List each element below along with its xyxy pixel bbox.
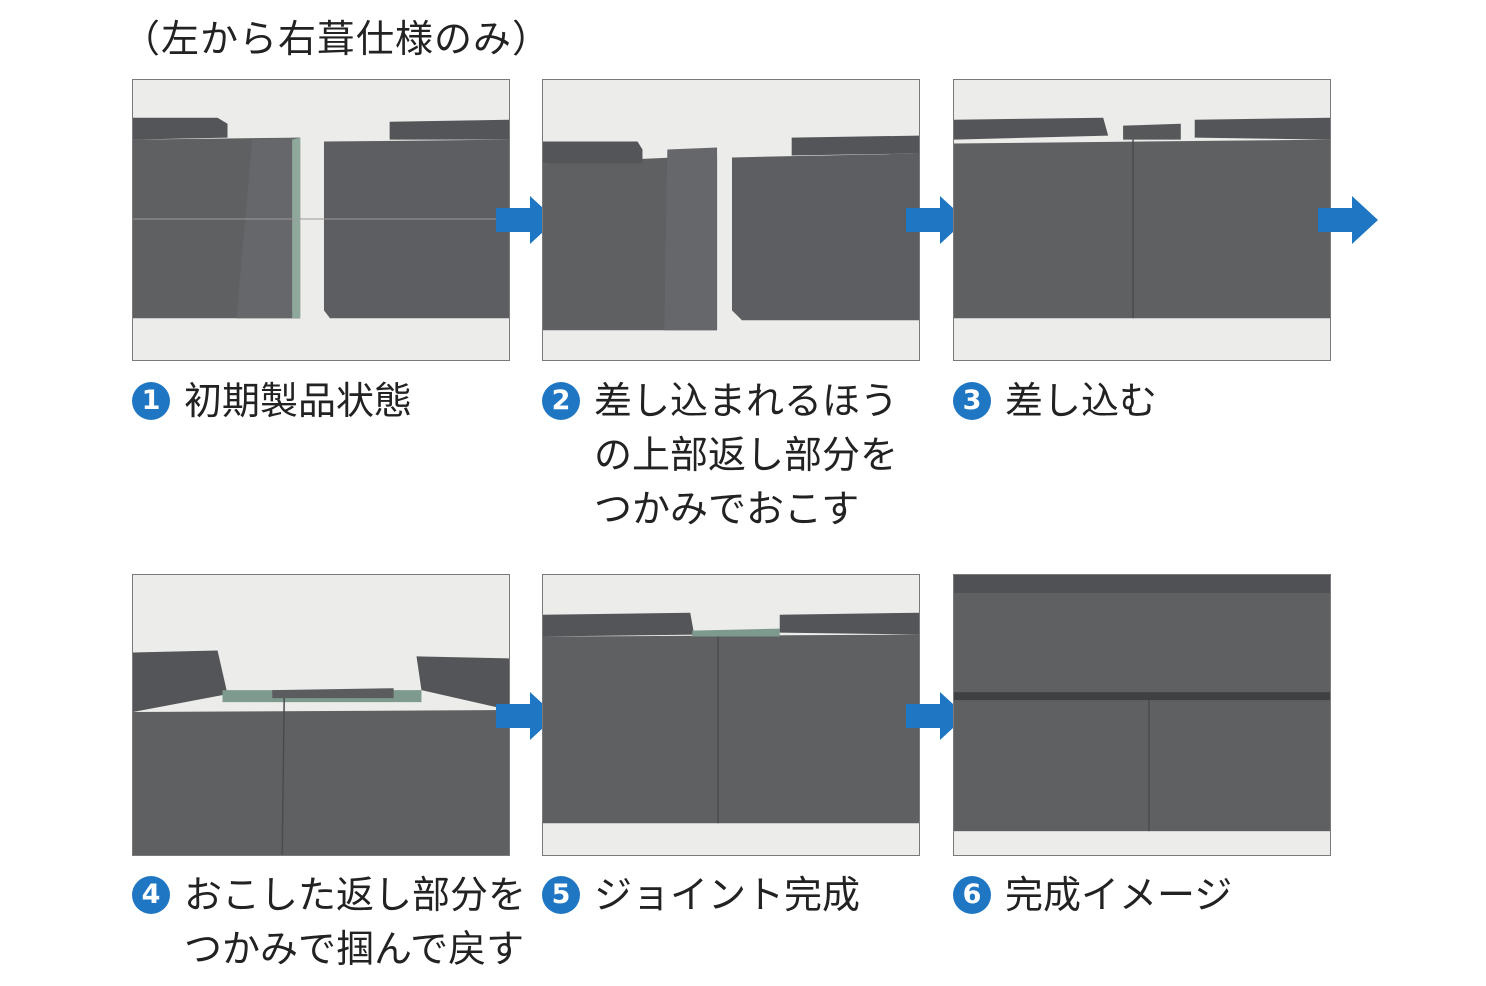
step-caption-text: 完成イメージ bbox=[1005, 873, 1233, 917]
step-2-caption: 2 差し込まれるほう の上部返し部分を つかみでおこす bbox=[542, 374, 898, 536]
step-caption-text: 差し込まれるほう の上部返し部分を つかみでおこす bbox=[594, 379, 899, 531]
step-5-photo bbox=[542, 574, 920, 856]
step-caption-text: 差し込む bbox=[1005, 379, 1158, 423]
step-caption-text: おこした返し部分を つかみで掴んで戻す bbox=[184, 873, 527, 971]
step-4-photo bbox=[132, 574, 510, 856]
step-1-caption: 1 初期製品状態 bbox=[132, 374, 412, 428]
step-caption-text: 初期製品状態 bbox=[184, 379, 413, 423]
step-6-photo bbox=[953, 574, 1331, 856]
step-number-badge: 6 bbox=[953, 876, 991, 914]
step-number-badge: 3 bbox=[953, 382, 991, 420]
page-heading: （左から右葺仕様のみ） bbox=[122, 17, 552, 61]
step-2-photo bbox=[542, 79, 920, 361]
step-number-badge: 5 bbox=[542, 876, 580, 914]
step-3-photo bbox=[953, 79, 1331, 361]
step-number-badge: 1 bbox=[132, 382, 170, 420]
step-number-badge: 4 bbox=[132, 876, 170, 914]
arrow-right-icon bbox=[496, 692, 556, 740]
arrow-right-icon bbox=[1318, 196, 1378, 244]
step-6-caption: 6 完成イメージ bbox=[953, 868, 1232, 922]
step-number-badge: 2 bbox=[542, 382, 580, 420]
step-1-photo bbox=[132, 79, 510, 361]
step-caption-text: ジョイント完成 bbox=[594, 873, 861, 917]
step-3-caption: 3 差し込む bbox=[953, 374, 1157, 428]
arrow-right-icon bbox=[906, 692, 966, 740]
step-5-caption: 5 ジョイント完成 bbox=[542, 868, 860, 922]
arrow-right-icon bbox=[496, 196, 556, 244]
arrow-right-icon bbox=[906, 196, 966, 244]
step-4-caption: 4 おこした返し部分を つかみで掴んで戻す bbox=[132, 868, 526, 976]
